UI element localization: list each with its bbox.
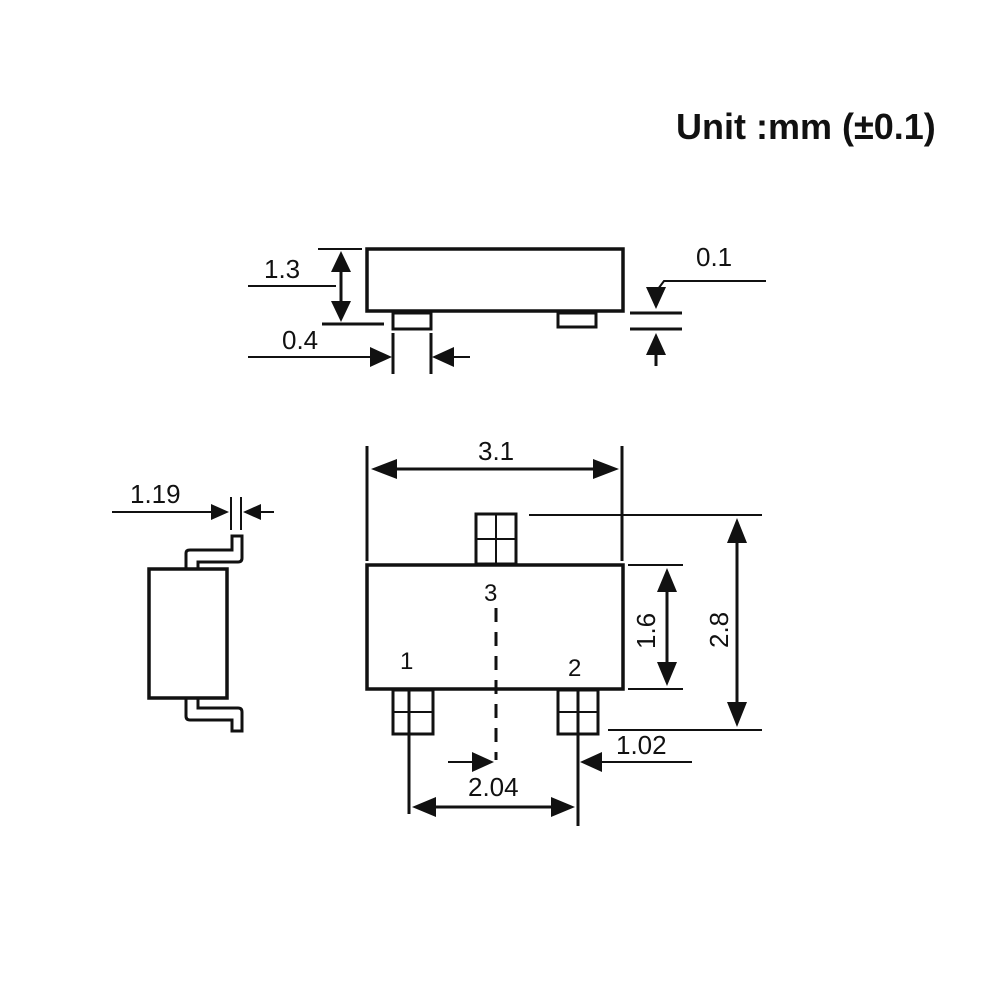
dim-height-label: 1.3	[264, 254, 300, 284]
side-view-pad-right	[556, 311, 598, 329]
overall-arrow-top	[727, 518, 747, 543]
lead-width-arrow-right	[243, 504, 261, 520]
dim-body-length-label: 3.1	[478, 436, 514, 466]
dim-body-width-label: 1.6	[631, 613, 661, 649]
overall-arrow-bottom	[727, 702, 747, 727]
dim-pin-pitch-label: 2.04	[468, 772, 519, 802]
width-arrow-bottom	[657, 662, 677, 686]
height-arrow-bottom	[331, 301, 351, 322]
unit-label: Unit :mm (±0.1)	[676, 106, 936, 147]
length-arrow-right	[593, 459, 619, 479]
pin-1-label: 1	[400, 648, 413, 675]
side-view: 1.3 0.4 0.1	[248, 242, 766, 374]
lead-width-arrow-left	[211, 504, 229, 520]
lead-view-bottom-lead	[184, 699, 244, 733]
dim-lead-width-label: 1.19	[130, 479, 181, 509]
dim-half-pitch-label: 1.02	[616, 730, 667, 760]
lead-view-body	[147, 567, 229, 700]
pin-3-label: 3	[484, 580, 497, 607]
dim-pad-width-label: 0.4	[282, 325, 318, 355]
dim-overall-width-label: 2.8	[704, 612, 734, 648]
pad-width-arrow-right	[432, 347, 454, 367]
dim-pad-thickness-label: 0.1	[696, 242, 732, 272]
top-view: 3 1 2 3.1 1.6 2.8 2.04	[365, 436, 762, 826]
pad-width-arrow-left	[370, 347, 392, 367]
half-pitch-arrow-left	[472, 752, 494, 772]
width-arrow-top	[657, 568, 677, 592]
thickness-leader	[657, 280, 766, 290]
half-pitch-arrow-right	[580, 752, 602, 772]
pin-2-label: 2	[568, 655, 581, 682]
side-view-pad-left	[391, 311, 433, 331]
side-view-body	[365, 247, 625, 313]
length-arrow-left	[371, 459, 397, 479]
lead-view: 1.19	[112, 479, 274, 733]
height-arrow-top	[331, 251, 351, 272]
lead-view-top-lead	[184, 534, 244, 568]
pitch-arrow-right	[551, 797, 575, 817]
pitch-arrow-left	[412, 797, 436, 817]
